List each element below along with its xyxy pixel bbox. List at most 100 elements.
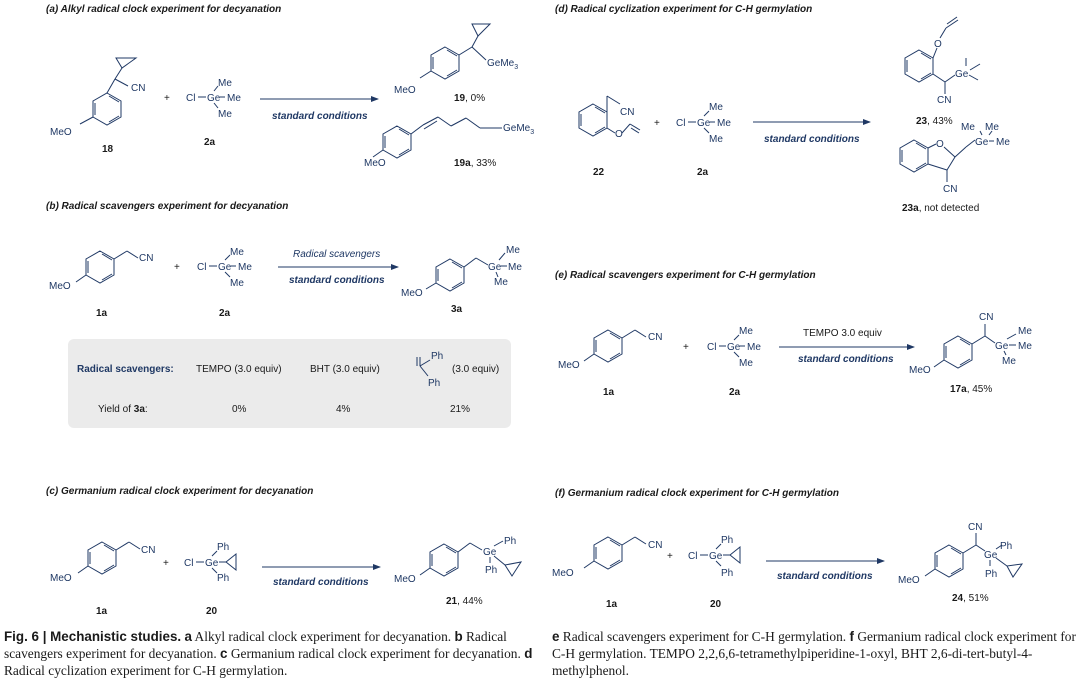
- compound-1a: MeO CN: [49, 250, 153, 292]
- me-atom: Me: [709, 134, 723, 145]
- caption-text-a: Alkyl radical clock experiment for decya…: [191, 629, 452, 644]
- ph-atom: Ph: [504, 536, 516, 547]
- o-atom: O: [936, 139, 944, 150]
- ph-atom: Ph: [431, 351, 443, 362]
- yield-24: , 51%: [963, 593, 989, 604]
- yield-17a: , 45%: [967, 384, 993, 395]
- cn-atom: CN: [131, 83, 145, 94]
- table-col-bht: BHT (3.0 equiv): [310, 364, 380, 375]
- ph-atom: Ph: [485, 565, 497, 576]
- plus-sign: +: [164, 93, 170, 104]
- table-row-label: Yield of 3a:: [98, 404, 148, 415]
- cn-atom: CN: [937, 95, 951, 106]
- meo-atom: MeO: [898, 575, 920, 586]
- compound-1a: MeO CN: [558, 329, 662, 371]
- ge-atom: Ge: [697, 118, 711, 129]
- ph-atom: Ph: [721, 568, 733, 579]
- label-24: 24: [952, 593, 964, 604]
- table-header-label: Radical scavengers:: [77, 364, 174, 375]
- panel-b-title: (b) Radical scavengers experiment for de…: [46, 201, 288, 212]
- me-atom: Me: [508, 262, 522, 273]
- meo-atom: MeO: [394, 574, 416, 585]
- panel-e: (e) Radical scavengers experiment for C-…: [555, 270, 1032, 398]
- compound-1a: MeO CN: [50, 541, 155, 584]
- diphenylethylene-structure: Ph Ph: [416, 351, 443, 389]
- o-atom: O: [615, 129, 623, 140]
- compound-24: CN Ge Ph Ph MeO: [898, 522, 1024, 586]
- caption-key-a: a: [184, 629, 192, 644]
- meo-atom: MeO: [50, 127, 72, 138]
- compound-22: CN O: [578, 95, 641, 140]
- me-atom: Me: [739, 358, 753, 369]
- product-24-caption: 24, 51%: [952, 593, 989, 604]
- caption-right-column: e Radical scavengers experiment for C-H …: [552, 628, 1080, 679]
- compound-21: MeO Ge Ph Ph: [394, 536, 523, 585]
- reagent-2a: Cl Ge Me Me Me: [186, 78, 241, 120]
- meo-atom: MeO: [50, 573, 72, 584]
- cl-atom: Cl: [197, 262, 206, 273]
- ph-atom: Ph: [721, 535, 733, 546]
- ge-atom: Ge: [984, 550, 998, 561]
- label-1a: 1a: [603, 387, 615, 398]
- cn-atom: CN: [141, 545, 155, 556]
- me-atom: Me: [739, 326, 753, 337]
- conditions: standard conditions: [777, 571, 873, 582]
- reagent-20: Cl Ge Ph Ph: [184, 542, 237, 584]
- product-21-caption: 21, 44%: [446, 596, 483, 607]
- me-atom: Me: [218, 109, 232, 120]
- panel-c-title: (c) Germanium radical clock experiment f…: [46, 486, 313, 497]
- gemes-atom: GeMe: [487, 58, 515, 69]
- label-22: 22: [593, 167, 605, 178]
- cn-atom: CN: [139, 253, 153, 264]
- meo-atom: MeO: [558, 360, 580, 371]
- conditions-top: Radical scavengers: [293, 249, 380, 260]
- reagent-2a: Cl Ge Me Me Me: [676, 102, 731, 145]
- panel-d-title: (d) Radical cyclization experiment for C…: [555, 4, 812, 15]
- compound-18: MeO CN: [50, 57, 145, 138]
- me-atom: Me: [1002, 356, 1016, 367]
- yield-23a: , not detected: [919, 203, 980, 214]
- conditions: standard conditions: [273, 577, 369, 588]
- panel-e-title: (e) Radical scavengers experiment for C-…: [555, 270, 816, 281]
- label-21: 21: [446, 596, 458, 607]
- compound-3a: MeO Ge Me Me Me: [401, 245, 522, 299]
- panel-d: (d) Radical cyclization experiment for C…: [555, 4, 1010, 214]
- label-23: 23: [916, 116, 928, 127]
- compound-19a: MeO GeMe3: [364, 116, 534, 169]
- scavenger-table: Radical scavengers: TEMPO (3.0 equiv) BH…: [68, 339, 511, 428]
- yield-tempo: 0%: [232, 404, 247, 415]
- yield-19: , 0%: [465, 93, 485, 104]
- svg-text:GeMe3: GeMe3: [503, 123, 534, 136]
- plus-sign: +: [174, 262, 180, 273]
- caption-text-d: Radical cyclization experiment for C-H g…: [4, 663, 288, 678]
- label-3a: 3a: [451, 304, 463, 315]
- label-1a: 1a: [96, 606, 108, 617]
- cn-atom: CN: [979, 312, 993, 323]
- caption-key-e: e: [552, 629, 560, 644]
- meo-atom: MeO: [552, 568, 574, 579]
- panel-c: (c) Germanium radical clock experiment f…: [46, 486, 523, 617]
- compound-19: MeO GeMe3: [394, 23, 518, 96]
- panel-a: (a) Alkyl radical clock experiment for d…: [46, 4, 534, 169]
- ge-atom: Ge: [709, 551, 723, 562]
- panel-a-title: (a) Alkyl radical clock experiment for d…: [46, 4, 281, 15]
- cl-atom: Cl: [688, 551, 697, 562]
- meo-atom: MeO: [394, 85, 416, 96]
- product-23-caption: 23, 43%: [916, 116, 953, 127]
- label-2a: 2a: [204, 137, 216, 148]
- cn-atom: CN: [943, 184, 957, 195]
- me-atom: Me: [238, 262, 252, 273]
- plus-sign: +: [683, 342, 689, 353]
- label-19a: 19a: [454, 158, 471, 169]
- yield-19a: , 33%: [471, 158, 497, 169]
- product-23a-caption: 23a, not detected: [902, 203, 979, 214]
- figure-canvas: (a) Alkyl radical clock experiment for d…: [46, 4, 1032, 617]
- subscript: 3: [530, 129, 534, 136]
- cn-atom: CN: [648, 540, 662, 551]
- compound-23a: O Ge Me Me Me CN: [899, 122, 1010, 195]
- ge-atom: Ge: [488, 262, 502, 273]
- caption-key-f: f: [849, 629, 854, 644]
- label-1a: 1a: [606, 599, 618, 610]
- yield-dpe: 21%: [450, 404, 470, 415]
- ge-atom: Ge: [975, 137, 989, 148]
